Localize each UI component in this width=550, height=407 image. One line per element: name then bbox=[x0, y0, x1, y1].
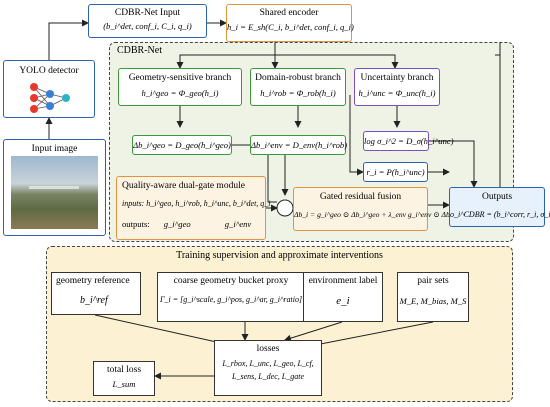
gated-fusion-formula: Δb_i = g_i^geo ⊙ Δb_i^geo + λ_env g_i^en… bbox=[294, 210, 470, 219]
yolo-detector-box: YOLO detector bbox=[3, 60, 95, 118]
yolo-label: YOLO detector bbox=[19, 66, 79, 76]
geometry-reference-formula: b_i^ref bbox=[80, 295, 108, 306]
total-loss-box: total loss L_sum bbox=[93, 361, 155, 396]
coarse-bucket-box: coarse geometry bucket proxy Γ_i = [g_i^… bbox=[157, 272, 305, 322]
neural-net-icon bbox=[30, 83, 70, 113]
pair-sets-formula: M_E, M_bias, M_S bbox=[399, 296, 467, 306]
geometry-reference-title: geometry reference bbox=[56, 276, 130, 286]
environment-label-title: environment label bbox=[308, 276, 378, 286]
environment-label-formula: e_i bbox=[336, 295, 350, 307]
geometry-reference-box: geometry reference b_i^ref bbox=[51, 272, 141, 315]
dual-gate-module-box: Quality-aware dual-gate module inputs: h… bbox=[116, 176, 271, 240]
total-loss-formula: L_sum bbox=[112, 379, 136, 389]
losses-line1: L_rbox, L_unc, L_geo, L_cf, bbox=[222, 359, 314, 368]
dual-gate-outputs-label: outputs: bbox=[122, 219, 150, 229]
elementwise-product-node bbox=[276, 199, 294, 217]
dual-gate-inputs: inputs: h_i^geo, h_i^rob, h_i^unc, b_i^d… bbox=[122, 199, 271, 208]
domain-delta-box: Δb_i^env = D_env(h_i^rob) bbox=[250, 135, 348, 155]
cdbr-input-box: CDBR-Net Input (b_i^det, conf_i, C_i, q_… bbox=[88, 4, 207, 38]
outputs-title: Outputs bbox=[481, 192, 513, 202]
uncertainty-branch-box: Uncertainty branch h_i^unc = Φ_unc(h_i) bbox=[354, 68, 440, 106]
cdbr-input-title: CDBR-Net Input bbox=[114, 8, 181, 18]
shared-encoder-box: Shared encoder h_i = E_sh(C_i, b_i^det, … bbox=[226, 4, 354, 42]
cdbr-net-label: CDBR-Net bbox=[117, 45, 162, 56]
total-loss-title: total loss bbox=[106, 365, 142, 375]
outputs-box: Outputs o_i^CDBR = (b_i^corr, r_i, σ_i) bbox=[449, 187, 550, 227]
pair-sets-title: pair sets bbox=[417, 276, 449, 286]
domain-branch-box: Domain-robust branch h_i^rob = Φ_rob(h_i… bbox=[250, 68, 346, 106]
dual-gate-g-env: g_i^env bbox=[224, 219, 252, 229]
coarse-bucket-formula: Γ_i = [g_i^scale, g_i^pos, g_i^ar, g_i^r… bbox=[159, 295, 303, 304]
environment-label-box: environment label e_i bbox=[303, 272, 383, 322]
domain-branch-formula: h_i^rob = Φ_rob(h_i) bbox=[260, 88, 336, 98]
reliability-formula: r_i = P(h_i^unc) bbox=[366, 167, 425, 177]
input-image-thumbnail bbox=[11, 156, 98, 229]
reliability-box: r_i = P(h_i^unc) bbox=[363, 162, 428, 182]
uncertainty-branch-formula: h_i^unc = Φ_unc(h_i) bbox=[358, 88, 436, 98]
training-title: Training supervision and approximate int… bbox=[176, 250, 383, 261]
dual-gate-title: Quality-aware dual-gate module bbox=[122, 181, 245, 191]
losses-line2: L_sens, L_dec, L_gate bbox=[232, 372, 304, 381]
shared-encoder-title: Shared encoder bbox=[259, 8, 319, 18]
coarse-bucket-title: coarse geometry bucket proxy bbox=[173, 276, 289, 286]
domain-branch-title: Domain-robust branch bbox=[255, 73, 341, 83]
geometry-delta-formula: Δb_i^geo = D_geo(h_i^geo) bbox=[133, 140, 231, 150]
logvar-formula: log σ_i^2 = D_σ(h_i^unc) bbox=[364, 136, 454, 146]
gated-fusion-title: Gated residual fusion bbox=[319, 192, 402, 202]
outputs-formula: o_i^CDBR = (b_i^corr, r_i, σ_i) bbox=[450, 210, 550, 219]
geometry-branch-box: Geometry-sensitive branch h_i^geo = Φ_ge… bbox=[118, 68, 242, 106]
gated-fusion-box: Gated residual fusion Δb_i = g_i^geo ⊙ Δ… bbox=[293, 187, 470, 231]
uncertainty-branch-title: Uncertainty branch bbox=[360, 73, 434, 83]
dual-gate-g-geo: g_i^geo bbox=[163, 219, 191, 229]
shared-encoder-formula: h_i = E_sh(C_i, b_i^det, conf_i, q_i) bbox=[227, 22, 354, 32]
logvar-box: log σ_i^2 = D_σ(h_i^unc) bbox=[363, 131, 454, 151]
cdbr-input-formula: (b_i^det, conf_i, C_i, q_i) bbox=[103, 21, 192, 31]
geometry-branch-formula: h_i^geo = Φ_geo(h_i) bbox=[141, 88, 219, 98]
losses-title: losses bbox=[256, 344, 280, 354]
input-image-box: Input image bbox=[3, 139, 106, 236]
geometry-delta-box: Δb_i^geo = D_geo(h_i^geo) bbox=[132, 135, 232, 155]
geometry-branch-title: Geometry-sensitive branch bbox=[128, 73, 232, 83]
pair-sets-box: pair sets M_E, M_bias, M_S bbox=[397, 272, 469, 322]
domain-delta-formula: Δb_i^env = D_env(h_i^rob) bbox=[251, 140, 348, 150]
losses-box: losses L_rbox, L_unc, L_geo, L_cf, L_sen… bbox=[214, 340, 322, 396]
input-image-label: Input image bbox=[31, 144, 78, 154]
